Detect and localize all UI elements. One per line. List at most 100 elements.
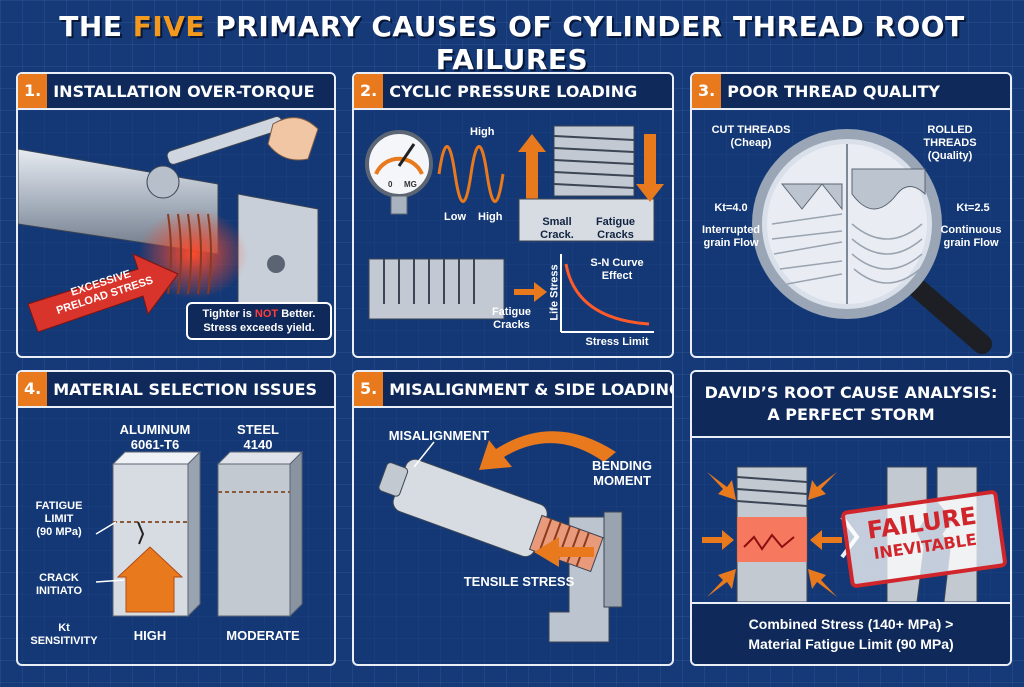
- crack-1: CRACK: [39, 572, 79, 584]
- callout-text: Tighter is: [202, 308, 255, 320]
- up-arrow: [518, 134, 546, 204]
- over-torque-illustration: [18, 116, 319, 335]
- magnifier-illustration: [752, 129, 992, 354]
- threaded-specimen: [368, 258, 505, 320]
- wrench-head: [146, 165, 180, 199]
- cut-2: (Cheap): [730, 137, 772, 149]
- misalignment-illustration: [378, 431, 623, 643]
- cylinder-end: [378, 462, 409, 497]
- magnifier-handle: [897, 269, 992, 354]
- callout-not: NOT: [254, 308, 279, 320]
- title-suffix: PRIMARY CAUSES OF CYLINDER THREAD ROOT F…: [205, 10, 965, 76]
- rca-title-2: A PERFECT STORM: [767, 405, 935, 424]
- steel-block-side: [289, 450, 303, 618]
- steel-1: STEEL: [237, 422, 279, 437]
- panel-title: CYCLIC PRESSURE LOADING: [389, 81, 638, 101]
- hand: [267, 117, 319, 161]
- panel-title: POOR THREAD QUALITY: [727, 81, 940, 101]
- fatigue-cracks-2: Cracks: [597, 229, 634, 241]
- flow-right-2: grain Flow: [943, 237, 999, 249]
- fatigue-cracks-1: Fatigue: [595, 216, 636, 228]
- alu-1: ALUMINUM: [119, 422, 191, 437]
- gauge-zero: 0: [388, 180, 393, 189]
- cut-thread-profile: [780, 183, 843, 211]
- panel-number: 3.: [692, 74, 722, 108]
- base-block: [518, 198, 655, 242]
- bending-1: BENDING: [592, 458, 652, 473]
- cut-grain-lines: [771, 213, 843, 285]
- panel-title: MATERIAL SELECTION ISSUES: [53, 379, 318, 399]
- fatigue-1: FATIGUE: [35, 500, 83, 512]
- label-kt-left: Kt=4.0: [714, 202, 748, 214]
- rca-footer-2: Material Fatigue Limit (90 MPa): [748, 636, 954, 652]
- rca-header: DAVID’S ROOT CAUSE ANALYSIS: A PERFECT ST…: [692, 372, 1010, 438]
- label-high: High: [478, 211, 503, 223]
- gauge-unit: MG: [404, 180, 417, 189]
- fatigue-cracks-b2: Cracks: [493, 319, 530, 331]
- cylinder-body: [392, 458, 548, 558]
- aluminum-block-top: [111, 451, 202, 465]
- rca-title-1: DAVID’S ROOT CAUSE ANALYSIS:: [704, 383, 998, 402]
- callout-text-2: Stress exceeds yield.: [203, 322, 315, 334]
- label-moderate: MODERATE: [226, 628, 300, 643]
- bending-moment-arrow: [479, 431, 616, 470]
- panel-header: 4. MATERIAL SELECTION ISSUES: [18, 372, 334, 408]
- rca-footer-1: Combined Stress (140+ MPa) >: [748, 616, 954, 632]
- label-high-top: High: [470, 126, 495, 138]
- mount-plate: [603, 511, 623, 608]
- label-tensile-stress: TENSILE STRESS: [463, 574, 575, 589]
- alu-2: 6061-T6: [130, 437, 180, 452]
- down-arrow: [636, 134, 664, 202]
- label-low: Low: [444, 211, 466, 223]
- material-blocks-illustration: [95, 450, 304, 618]
- sn-y-label: Life Stress: [548, 264, 561, 321]
- stress-zone: [737, 517, 807, 562]
- cyclic-loading-illustration: [365, 125, 664, 333]
- torque-wrench-handle: [166, 116, 284, 165]
- flow-left-2: grain Flow: [703, 237, 759, 249]
- panel-number: 5.: [354, 372, 384, 406]
- fatigue-3: (90 MPa): [36, 526, 82, 538]
- small-crack-2: Crack.: [540, 229, 574, 241]
- kt-1: Kt: [58, 622, 70, 634]
- panel-number: 2.: [354, 74, 384, 108]
- panel-misalignment: 5. MISALIGNMENT & SIDE LOADING MISALIGNM…: [352, 370, 674, 666]
- bending-2: MOMENT: [593, 473, 651, 488]
- panel-thread-quality: 3. POOR THREAD QUALITY CUT THREADS(Cheap…: [690, 72, 1012, 358]
- flow-right-1: Continuous: [940, 224, 1002, 236]
- steel-block-top: [216, 451, 304, 465]
- fatigue-cracks-b1: Fatigue: [491, 306, 532, 318]
- pressure-wave: [437, 145, 505, 203]
- preload-arrow: [27, 253, 179, 333]
- small-crack-1: Small: [542, 216, 572, 228]
- sn-curve-2: Effect: [601, 270, 633, 282]
- right-arrow: [514, 282, 547, 302]
- steel-2: 4140: [243, 437, 273, 452]
- label-cut-threads: CUT THREADS(Cheap): [706, 124, 796, 150]
- kt-arrow: [116, 546, 184, 613]
- cut-1: CUT THREADS: [711, 124, 791, 136]
- rolled-grain-lines: [851, 223, 923, 284]
- rca-footer: Combined Stress (140+ MPa) > Material Fat…: [692, 602, 1010, 664]
- fatigue-2: LIMIT: [44, 513, 74, 525]
- panel-header: 5. MISALIGNMENT & SIDE LOADING: [354, 372, 672, 408]
- panel-number: 1.: [18, 74, 48, 108]
- rolled-1: ROLLED THREADS: [923, 124, 977, 149]
- panel-header: 3. POOR THREAD QUALITY: [692, 74, 1010, 110]
- label-kt-right: Kt=2.5: [956, 202, 990, 214]
- kt-2: SENSITIVITY: [30, 635, 98, 647]
- tensile-arrow: [534, 537, 594, 567]
- crack-line: [137, 521, 145, 545]
- title-highlight: FIVE: [132, 10, 206, 43]
- sn-curve: [564, 263, 650, 326]
